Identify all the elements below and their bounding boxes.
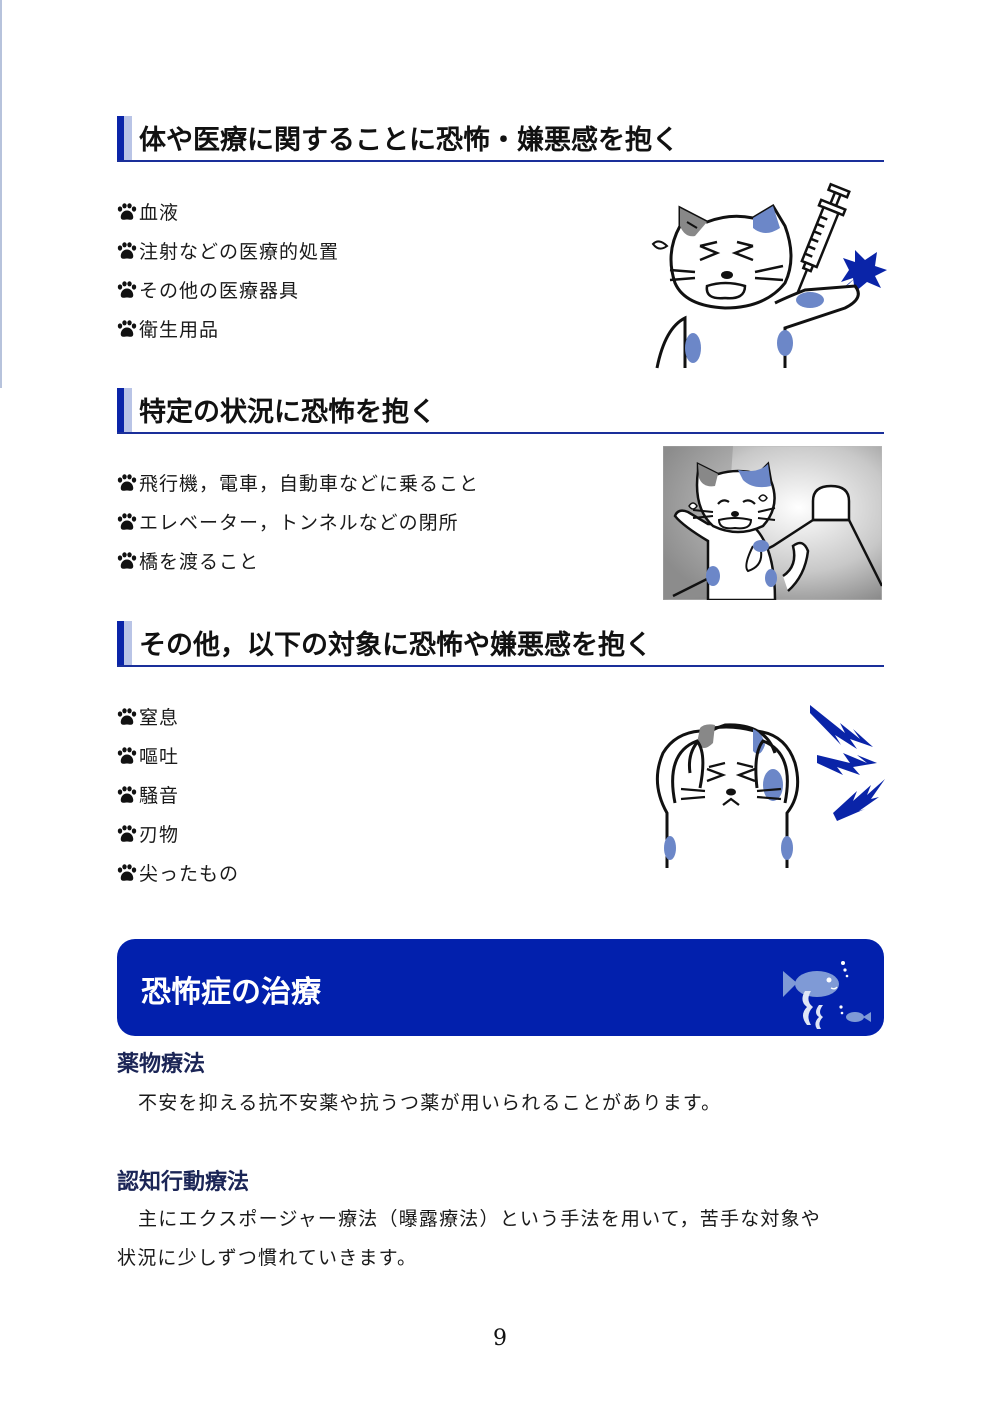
list-item: 騒音 — [117, 775, 239, 814]
heading-accent-bar — [117, 388, 124, 432]
subheading-cbt: 認知行動療法 — [117, 1170, 250, 1195]
section-heading-other: その他，以下の対象に恐怖や嫌悪感を抱く — [117, 621, 884, 667]
section-title: 特定の状況に恐怖を抱く — [139, 397, 436, 428]
paw-icon — [117, 552, 137, 570]
list-item: 注射などの医療的処置 — [117, 231, 339, 270]
section-title: その他，以下の対象に恐怖や嫌悪感を抱く — [139, 630, 652, 661]
paw-icon — [117, 708, 137, 726]
list-item: その他の医療器具 — [117, 270, 339, 309]
heading-accent-bar — [117, 116, 124, 160]
list-item: 橋を渡ること — [117, 541, 479, 580]
paw-icon — [117, 281, 137, 299]
paw-icon — [117, 786, 137, 804]
paw-icon — [117, 242, 137, 260]
heading-accent-bar — [117, 621, 124, 665]
list-item: 尖ったもの — [117, 853, 239, 892]
item-list-medical: 血液 注射などの医療的処置 その他の医療器具 衛生用品 — [117, 192, 339, 348]
list-item: 刃物 — [117, 814, 239, 853]
cat-injection-illustration — [651, 182, 887, 369]
heading-accent-bar-light — [124, 621, 132, 665]
paw-icon — [117, 864, 137, 882]
paw-icon — [117, 474, 137, 492]
list-item: 窒息 — [117, 697, 239, 736]
paw-icon — [117, 203, 137, 221]
page-number: 9 — [493, 1326, 507, 1351]
section-heading-medical: 体や医療に関することに恐怖・嫌悪感を抱く — [117, 116, 884, 162]
banner-title: 恐怖症の治療 — [141, 975, 321, 1010]
list-item: 嘔吐 — [117, 736, 239, 775]
treatment-banner: 恐怖症の治療 — [117, 939, 884, 1036]
list-item: エレベーター，トンネルなどの閉所 — [117, 502, 479, 541]
paw-icon — [117, 320, 137, 338]
paragraph-medication: 不安を抑える抗不安薬や抗うつ薬が用いられることがあります。 — [138, 1092, 722, 1114]
paragraph-cbt: 主にエクスポージャー療法（曝露療法）という手法を用いて，苦手な対象や 状況に少し… — [117, 1208, 822, 1269]
heading-accent-bar-light — [124, 116, 132, 160]
paw-icon — [117, 825, 137, 843]
heading-accent-bar-light — [124, 388, 132, 432]
list-item: 衛生用品 — [117, 309, 339, 348]
page-edge-line — [0, 0, 2, 388]
cat-tunnel-illustration — [663, 446, 882, 600]
section-title: 体や医療に関することに恐怖・嫌悪感を抱く — [139, 125, 679, 156]
list-item: 血液 — [117, 192, 339, 231]
cat-noise-illustration — [655, 705, 885, 868]
fish-seaweed-icon — [783, 961, 871, 1029]
paw-icon — [117, 513, 137, 531]
subheading-medication: 薬物療法 — [117, 1052, 206, 1077]
section-heading-situations: 特定の状況に恐怖を抱く — [117, 388, 884, 434]
item-list-other: 窒息 嘔吐 騒音 刃物 尖ったもの — [117, 697, 239, 892]
item-list-situations: 飛行機，電車，自動車などに乗ること エレベーター，トンネルなどの閉所 橋を渡るこ… — [117, 463, 479, 580]
list-item: 飛行機，電車，自動車などに乗ること — [117, 463, 479, 502]
paw-icon — [117, 747, 137, 765]
